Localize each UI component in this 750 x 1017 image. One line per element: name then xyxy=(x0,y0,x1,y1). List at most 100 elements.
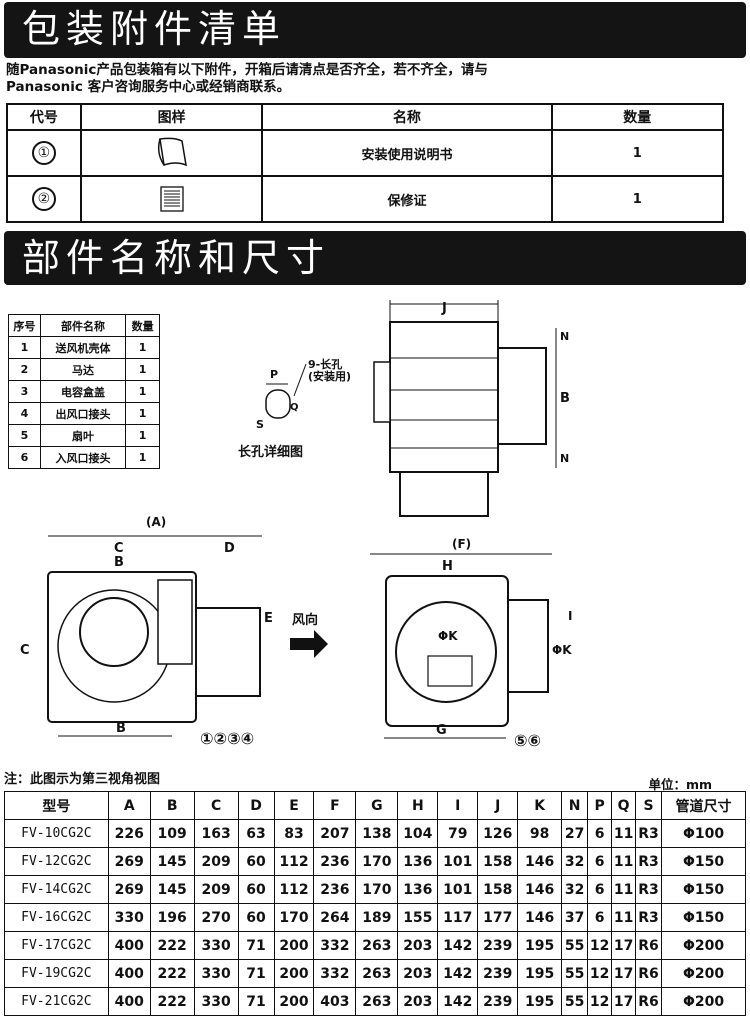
spec-model: FV-16CG2C xyxy=(4,903,109,932)
spec-header-cell: J xyxy=(477,791,519,820)
dim-C-top: C xyxy=(114,541,124,556)
accessory-table-header: 代号 图样 名称 数量 xyxy=(6,103,724,131)
spec-model: FV-14CG2C xyxy=(4,875,109,904)
spec-value: 196 xyxy=(149,903,195,932)
spec-value: 17 xyxy=(611,959,637,988)
accessory-row: ① 安装使用说明书 1 xyxy=(6,129,724,177)
wind-direction-arrow: 风向 xyxy=(290,612,328,658)
spec-value: 109 xyxy=(149,819,195,848)
spec-value: 17 xyxy=(611,987,637,1016)
accessory-code: ① xyxy=(31,141,56,165)
spec-value: R6 xyxy=(635,959,663,988)
spec-value: 330 xyxy=(107,903,151,932)
spec-value: 83 xyxy=(273,819,315,848)
spec-value: 269 xyxy=(107,847,151,876)
spec-value: 203 xyxy=(397,931,439,960)
spec-value: 263 xyxy=(355,959,399,988)
part-name: 出风口接头 xyxy=(39,402,127,425)
part-qty: 1 xyxy=(125,336,160,359)
manual-icon xyxy=(157,137,187,167)
header-part-name: 部件名称 xyxy=(39,314,127,337)
spec-value: 209 xyxy=(193,875,239,904)
spec-value: 200 xyxy=(273,959,315,988)
spec-value: 6 xyxy=(587,819,613,848)
dim-J: J xyxy=(441,301,447,316)
callouts-right: ⑤⑥ xyxy=(514,731,541,750)
spec-value: 239 xyxy=(477,959,519,988)
accessory-table: 代号 图样 名称 数量 ① 安装使用说明书 1 ② 保修证 1 xyxy=(6,103,724,223)
spec-value: 155 xyxy=(397,903,439,932)
spec-value: 195 xyxy=(517,931,563,960)
spec-value: 163 xyxy=(193,819,239,848)
spec-header-cell: D xyxy=(237,791,275,820)
spec-value: 170 xyxy=(273,903,315,932)
spec-value: 138 xyxy=(355,819,399,848)
spec-value: 145 xyxy=(149,875,195,904)
part-index: 3 xyxy=(8,380,41,403)
spec-value: 239 xyxy=(477,931,519,960)
callouts-left: ①②③④ xyxy=(200,729,254,748)
spec-value: 330 xyxy=(193,931,239,960)
spec-header-cell: I xyxy=(437,791,479,820)
spec-value: 170 xyxy=(355,847,399,876)
spec-value: 170 xyxy=(355,875,399,904)
spec-value: Φ200 xyxy=(661,959,746,988)
spec-header-cell: N xyxy=(561,791,589,820)
view-label-A: (A) xyxy=(146,515,166,529)
spec-value: 236 xyxy=(313,847,357,876)
spec-value: 12 xyxy=(587,987,613,1016)
part-index: 6 xyxy=(8,446,41,469)
spec-value: 101 xyxy=(437,875,479,904)
dim-S: S xyxy=(256,418,264,431)
dim-I: I xyxy=(568,609,572,623)
spec-value: 63 xyxy=(237,819,275,848)
inlet-ring xyxy=(395,601,497,703)
spec-value: 112 xyxy=(273,875,315,904)
accessory-qty: 1 xyxy=(550,129,724,177)
spec-header-cell: S xyxy=(635,791,663,820)
spec-value: 71 xyxy=(237,959,275,988)
spec-header-cell: H xyxy=(397,791,439,820)
part-name: 电容盒盖 xyxy=(39,380,127,403)
accessory-code: ② xyxy=(31,187,56,211)
spec-value: 203 xyxy=(397,959,439,988)
spec-value: 12 xyxy=(587,959,613,988)
part-qty: 1 xyxy=(125,380,160,403)
accessory-name: 保修证 xyxy=(261,175,553,223)
warranty-card-icon xyxy=(159,186,184,212)
spec-header-cell: B xyxy=(149,791,195,820)
spec-value: 79 xyxy=(437,819,479,848)
dim-G: G xyxy=(436,723,447,738)
spec-value: 146 xyxy=(517,847,563,876)
spec-value: 269 xyxy=(107,875,151,904)
spec-value: 117 xyxy=(437,903,479,932)
dim-E: E xyxy=(264,611,273,626)
front-view-drawing: (A) C D B C E B ①②③④ xyxy=(20,515,273,748)
spec-value: 11 xyxy=(611,903,637,932)
accessory-row: ② 保修证 1 xyxy=(6,175,724,223)
spec-value: 60 xyxy=(237,875,275,904)
spec-value: 195 xyxy=(517,959,563,988)
spec-value: R6 xyxy=(635,931,663,960)
dim-D: D xyxy=(224,541,235,556)
spec-value: 17 xyxy=(611,931,637,960)
spec-value: 32 xyxy=(561,875,589,904)
spec-value: 209 xyxy=(193,847,239,876)
dim-B-side: B xyxy=(560,391,570,406)
spec-value: 330 xyxy=(193,959,239,988)
capacitor-box xyxy=(157,579,193,665)
spec-value: 222 xyxy=(149,987,195,1016)
fan-blade xyxy=(427,655,473,687)
accessory-list-title: 包装附件清单 xyxy=(22,7,287,51)
accessory-qty: 1 xyxy=(550,175,724,223)
spec-value: 263 xyxy=(355,987,399,1016)
parts-table-header: 序号 部件名称 数量 xyxy=(8,314,160,337)
parts-title: 部件名称和尺寸 xyxy=(22,236,331,280)
inlet-duct xyxy=(399,471,489,517)
